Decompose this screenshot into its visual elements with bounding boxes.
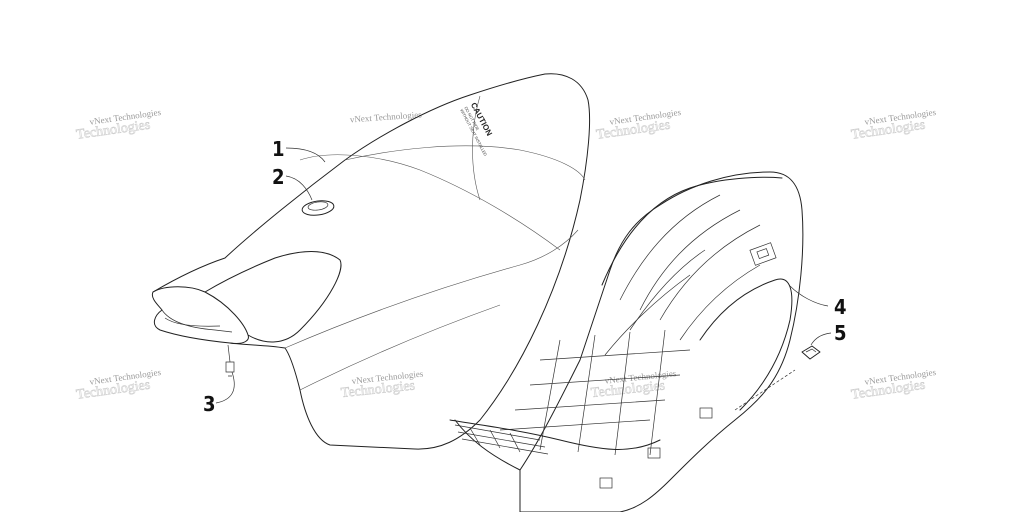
watermark-top-left: Technologies vNext Technologies <box>75 107 162 143</box>
seat-base-front <box>449 419 661 471</box>
seat-seam-lower <box>299 304 501 391</box>
seat-base-outline <box>519 171 804 512</box>
seat-base-lip <box>601 176 783 286</box>
callout-3: 3 <box>203 392 216 416</box>
seat-hook-bracket <box>225 344 235 377</box>
watermark-top-mid-left: vNext Technologies <box>350 109 423 124</box>
seat-base-rib <box>639 209 741 311</box>
seat-base-clip <box>599 477 613 489</box>
leader-1 <box>285 147 326 163</box>
seat-outline <box>151 73 591 450</box>
seat-fill-cap-inner <box>307 201 329 211</box>
seat-base <box>449 171 804 512</box>
callout-5: 5 <box>834 321 847 345</box>
seat-base-side-wall <box>699 278 793 411</box>
seat-base-clip <box>647 447 661 459</box>
leader-4 <box>789 285 829 307</box>
watermark-bottom-left: Technologies vNext Technologies <box>75 367 162 403</box>
seat-clip <box>801 345 821 360</box>
seat-base-clip <box>699 407 713 419</box>
leader-5 <box>810 332 832 346</box>
leader-2 <box>285 175 313 201</box>
seat-base-rib <box>659 224 761 321</box>
seat-seam-upper <box>344 145 586 181</box>
seat-seam-rear <box>472 95 481 201</box>
seat-front-pad <box>152 251 342 344</box>
callout-2: 2 <box>272 165 285 189</box>
seat-clip-tab <box>805 348 817 353</box>
seat-fill-cap <box>301 200 335 216</box>
seat-front-lip <box>164 317 221 327</box>
seat-seam-side <box>284 229 579 349</box>
callout-1: 1 <box>272 137 285 161</box>
seat-base-rib <box>679 264 761 341</box>
watermark-top-mid-right: Technologies vNext Technologies <box>595 107 682 143</box>
seat-base-latch <box>749 242 777 266</box>
caution-label: CAUTION DO NOT RIDE WITHOUT SEAT INSTALL… <box>459 101 494 157</box>
seat-front-underside <box>161 309 233 333</box>
watermark-bottom-mid-left: Technologies vNext Technologies <box>340 368 424 401</box>
watermark-top-right: Technologies vNext Technologies <box>850 107 937 143</box>
seat-base-front-mesh <box>454 424 549 455</box>
seat-base-latch-inner <box>756 248 770 259</box>
leader-3 <box>215 371 235 404</box>
watermark-text: vNext Technologies <box>350 109 423 124</box>
seat-base-rib <box>604 274 691 356</box>
seat-base-grid <box>499 329 691 456</box>
seat-base-hidden-line <box>734 369 796 411</box>
seat-base-rib <box>629 249 706 331</box>
seat-clip-body <box>801 345 821 360</box>
callout-4: 4 <box>834 295 847 319</box>
watermark-bottom-right: Technologies vNext Technologies <box>850 367 937 403</box>
watermark-bottom-mid-right: Technologies vNext Technologies <box>590 368 677 401</box>
seat-base-rib <box>619 194 721 301</box>
seat-seam-center <box>299 154 561 251</box>
